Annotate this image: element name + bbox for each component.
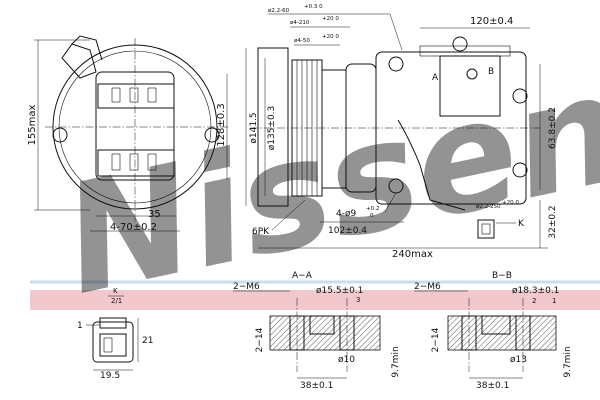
section-a: A−A 2−M6 ø15.5±0.1 3 2−14 ø10 38±0.1 9.7…: [233, 271, 401, 391]
leader-line: [271, 199, 306, 231]
section-a-body: [269, 315, 381, 351]
dim-4-d9: 4-ø9: [336, 209, 356, 219]
dim-4-d9-tol-upper: +0.2: [366, 206, 379, 212]
dim-102: 102±0.4: [328, 226, 367, 236]
front-bracket-edge: [71, 35, 103, 61]
dim-port-c-tol: +20 0: [322, 34, 339, 40]
front-lower-block: [97, 149, 175, 177]
front-upper-block: [97, 83, 175, 109]
section-a-dim-3: 3: [356, 296, 360, 304]
dim-port-b-tol: +20 0: [322, 16, 339, 22]
section-b-dim-2: 2: [532, 297, 536, 305]
dim-port-a-tol: +0.3 0: [304, 4, 323, 10]
port-a: [452, 36, 468, 52]
connector-pin: [103, 337, 113, 353]
section-b-bore: ø18.3±0.1: [512, 286, 559, 296]
conn-scale: 2/1: [111, 297, 122, 305]
connector-latch: [99, 317, 127, 329]
section-a-bore: ø15.5±0.1: [316, 286, 363, 296]
front-slot: [129, 87, 139, 103]
section-a-hole: ø10: [338, 355, 355, 365]
section-b-title: B−B: [492, 271, 512, 281]
dim-63-8: 63.8±0.2: [548, 107, 558, 149]
front-slot: [129, 153, 139, 171]
label-6pk: 6PK: [252, 227, 270, 237]
conn-dim-19-5: 19.5: [100, 371, 120, 381]
port-b: [466, 68, 478, 80]
section-a-spacing: 38±0.1: [300, 381, 333, 391]
section-a-depth: 2−14: [255, 327, 265, 352]
connector-body: [92, 321, 134, 363]
section-b-depth: 2−14: [431, 327, 441, 352]
front-view: 155max 128±0.3 35 4-70±0.2: [27, 35, 228, 233]
section-b-hole: ø13: [510, 355, 527, 365]
dim-wire: ø2.2-250: [476, 204, 501, 210]
front-slot: [147, 153, 157, 171]
dim-4-d9-tol-lower: 0: [370, 213, 374, 219]
dim-155max: 155max: [27, 104, 38, 145]
dim-d135: ø135±0.3: [267, 106, 277, 151]
watermark-band: [30, 290, 600, 310]
connector-face: [99, 333, 127, 357]
dim-35: 35: [148, 209, 161, 220]
dim-4-70: 4-70±0.2: [110, 222, 157, 233]
side-connector: [477, 219, 495, 239]
wire-harness: [397, 119, 466, 211]
connector-view: K 2/1 1 21 19.5: [77, 287, 153, 381]
valve-block: [439, 55, 501, 117]
front-slot: [111, 87, 121, 103]
section-a-title: A−A: [292, 271, 313, 281]
section-b-bore: [481, 315, 511, 335]
conn-dim-21: 21: [142, 336, 153, 346]
dim-240max: 240max: [392, 249, 433, 260]
section-b-dim-1: 1: [552, 297, 556, 305]
side-connector-pin: [481, 223, 491, 235]
conn-label-k: K: [113, 287, 118, 295]
front-slot: [147, 87, 157, 103]
mount-boss: [388, 56, 404, 72]
section-b: B−B 2−M6 ø18.3±0.1 2 1 2−14 ø13 38±0.1 9…: [414, 271, 573, 391]
section-a-thread: 2−M6: [233, 282, 260, 292]
dim-port-b: ø4-210: [290, 20, 310, 26]
pulley-outer: [257, 47, 289, 207]
section-b-min: 9.7min: [563, 346, 573, 377]
leader-line: [384, 192, 397, 213]
conn-dim-1: 1: [77, 321, 83, 331]
front-slot: [111, 153, 121, 171]
section-a-min: 9.7min: [391, 346, 401, 377]
top-flange: [419, 45, 511, 57]
dim-32: 32±0.2: [548, 205, 558, 238]
section-label-a: A: [432, 73, 439, 83]
dim-wire-tol: +20 0: [502, 200, 519, 206]
dim-port-a: ø2.2-60: [268, 8, 290, 14]
mount-boss: [512, 88, 528, 104]
front-mount-ear: [52, 127, 68, 143]
front-bracket: [61, 43, 97, 79]
leader-line: [389, 13, 403, 51]
mount-boss: [512, 162, 528, 178]
dim-port-c: ø4-50: [294, 38, 310, 44]
section-b-body: [447, 315, 557, 351]
section-b-spacing: 38±0.1: [476, 381, 509, 391]
dim-128: 128±0.3: [216, 103, 227, 146]
section-a-bore: [309, 315, 335, 335]
side-view: ø141.5 ø135±0.3 6PK 4-ø9 +0.2 0 102±0.4 …: [245, 4, 558, 260]
section-b-thread: 2−M6: [414, 282, 441, 292]
front-mount-ear: [204, 127, 220, 143]
side-label-k: K: [518, 219, 525, 229]
dim-d141: ø141.5: [249, 112, 259, 143]
section-label-b: B: [488, 67, 494, 77]
dim-120: 120±0.4: [470, 16, 513, 27]
